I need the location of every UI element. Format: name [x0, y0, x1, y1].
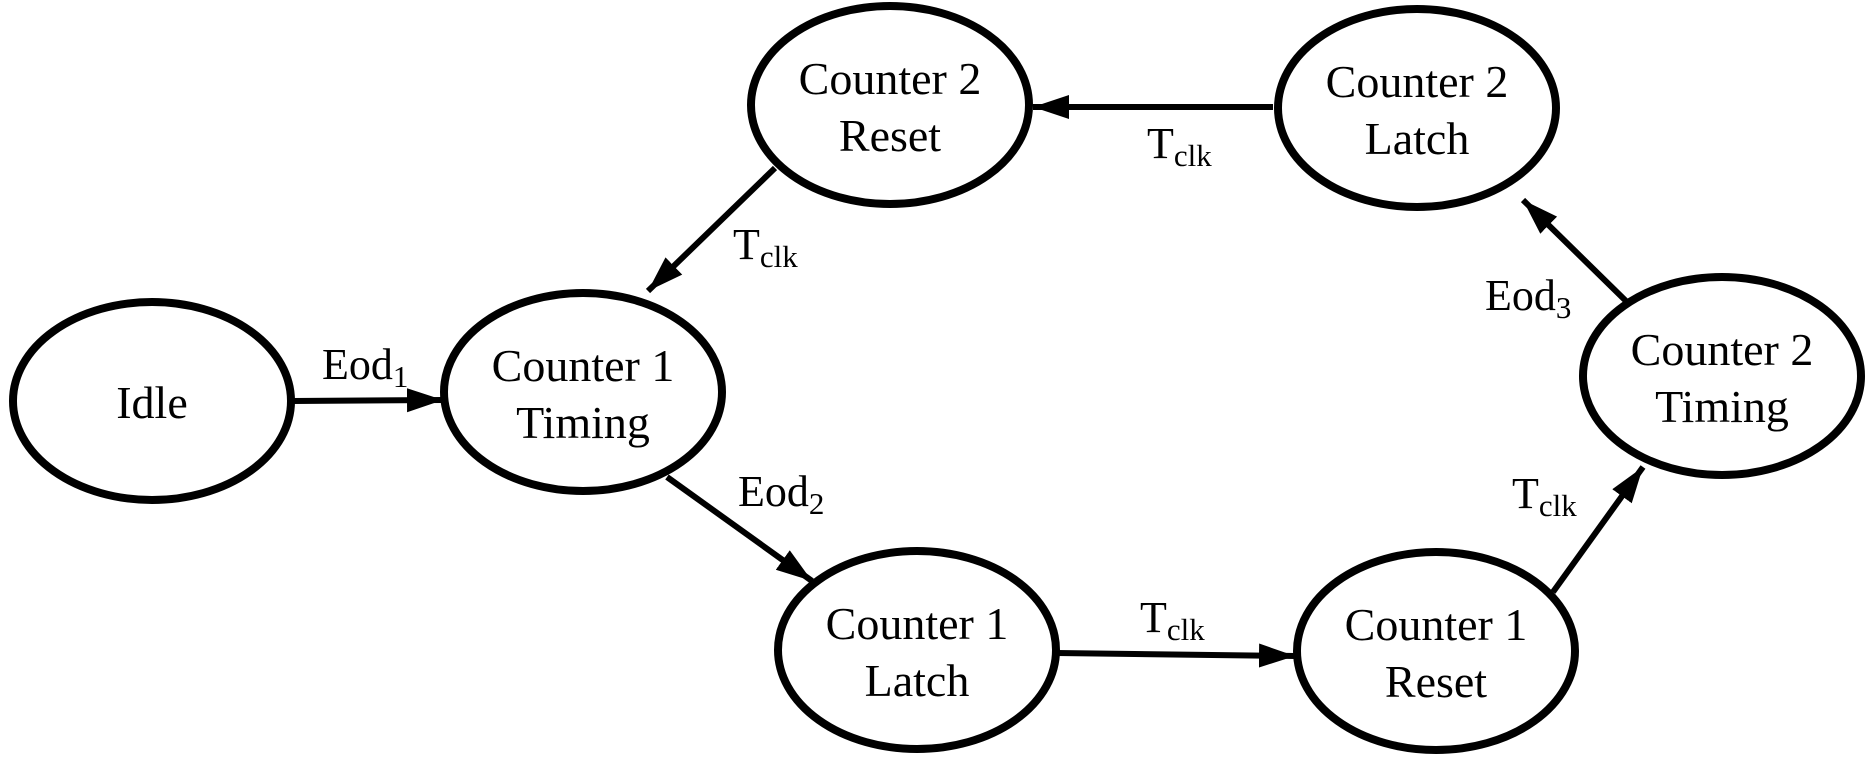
transition-arrow [665, 474, 814, 584]
state-node-counter2-latch: Counter 2 Latch [1274, 5, 1560, 211]
transition-counter1-reset-to-counter2-timing: Tclk [1512, 465, 1646, 594]
state-label-line: Latch [1365, 113, 1470, 164]
state-label-line: Counter 2 [799, 53, 982, 104]
transition-arrow [645, 165, 778, 294]
state-ellipse [774, 547, 1060, 753]
transition-counter2-latch-to-counter2-reset: Tclk [1033, 95, 1273, 173]
state-node-counter1-latch: Counter 1 Latch [774, 547, 1060, 753]
transition-label: Eod1 [322, 340, 408, 394]
transition-counter1-latch-to-counter1-reset: Tclk [1056, 593, 1296, 668]
state-label-line: Reset [839, 110, 941, 161]
state-ellipse [1274, 5, 1560, 211]
transition-counter1-timing-to-counter1-latch: Eod2 [665, 467, 824, 584]
state-label-line: Reset [1385, 656, 1487, 707]
transition-idle-to-counter1-timing: Eod1 [292, 340, 444, 413]
state-node-counter1-reset: Counter 1 Reset [1293, 548, 1579, 754]
state-ellipse [440, 289, 726, 495]
transition-arrow [1056, 643, 1296, 668]
transition-counter2-reset-to-counter1-timing: Tclk [645, 165, 798, 294]
state-node-idle: Idle [9, 298, 295, 504]
transition-counter2-timing-to-counter2-latch: Eod3 [1485, 197, 1630, 325]
transition-label: Tclk [1140, 593, 1205, 647]
transition-arrow [1550, 465, 1646, 594]
transition-arrow [1520, 197, 1630, 305]
state-ellipse [1293, 548, 1579, 754]
state-label-line: Timing [1655, 381, 1789, 432]
state-label-line: Latch [865, 655, 970, 706]
transition-label: Tclk [1147, 119, 1212, 173]
transition-label: Eod3 [1485, 271, 1571, 325]
state-label-line: Timing [516, 397, 650, 448]
transition-arrow [292, 388, 444, 413]
state-label-line: Counter 2 [1631, 324, 1814, 375]
state-label-line: Counter 1 [492, 340, 675, 391]
state-node-counter2-reset: Counter 2 Reset [747, 2, 1033, 208]
transition-label: Tclk [733, 220, 798, 274]
state-node-counter1-timing: Counter 1 Timing [440, 289, 726, 495]
state-ellipse [747, 2, 1033, 208]
state-label-line: Counter 2 [1326, 56, 1509, 107]
transition-label: Eod2 [738, 467, 824, 521]
state-label-line: Idle [116, 377, 188, 428]
state-ellipse [9, 298, 295, 504]
state-node-counter2-timing: Counter 2 Timing [1579, 273, 1865, 479]
state-label-line: Counter 1 [826, 598, 1009, 649]
transition-label: Tclk [1512, 469, 1577, 523]
state-ellipse [1579, 273, 1865, 479]
state-label-line: Counter 1 [1345, 599, 1528, 650]
